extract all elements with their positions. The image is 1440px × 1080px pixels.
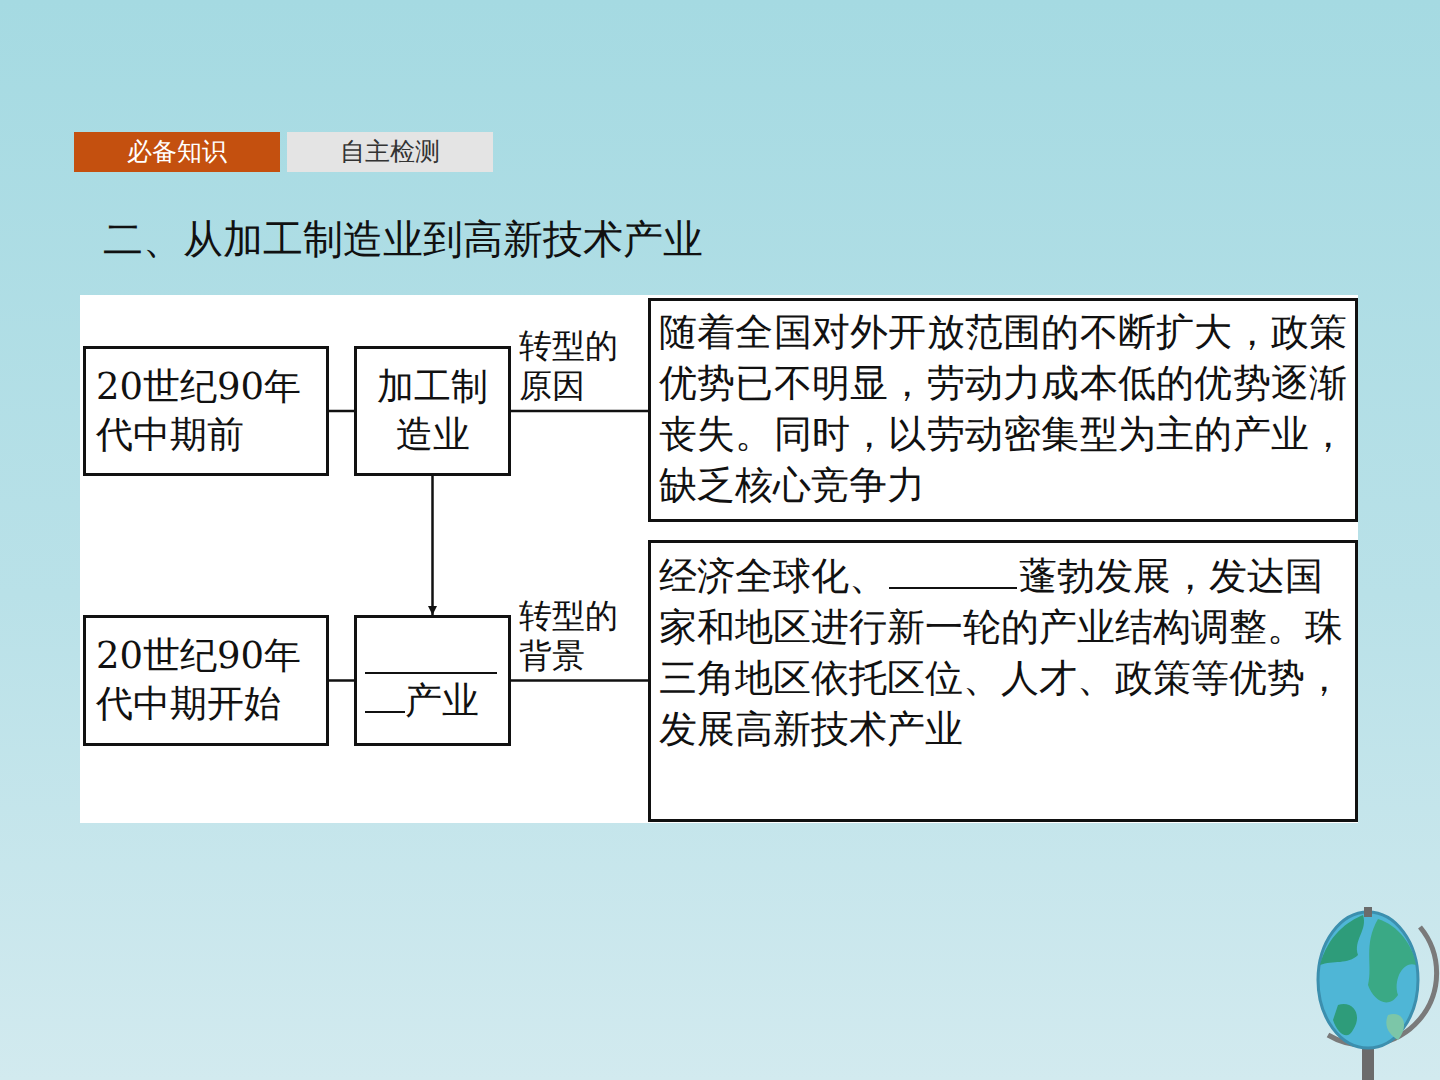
period-box: 20世纪90年代中期前: [83, 346, 329, 476]
heading: 二、从加工制造业到高新技术产业: [103, 212, 703, 267]
section-tab: 必备知识: [74, 132, 280, 172]
node-text: 加工制造业: [363, 363, 502, 459]
node-text: 20世纪90年代中期开始: [96, 632, 316, 728]
node-text: 随着全国对外开放范围的不断扩大，政策优势已不明显，劳动力成本低的优势逐渐丧失。同…: [659, 307, 1347, 511]
connector: [511, 410, 648, 413]
node-text: 经济全球化、: [659, 554, 887, 598]
industry-box: 产业: [354, 615, 511, 746]
node-text: 20世纪90年代中期前: [96, 363, 316, 459]
period-box: 20世纪90年代中期开始: [83, 615, 329, 746]
industry-box: 加工制造业: [354, 346, 511, 476]
connector: [329, 679, 354, 682]
background-box: 经济全球化、蓬勃发展，发达国家和地区进行新一轮的产业结构调整。珠三角地区依托区位…: [648, 540, 1358, 822]
reason-box: 随着全国对外开放范围的不断扩大，政策优势已不明显，劳动力成本低的优势逐渐丧失。同…: [648, 298, 1358, 522]
edge-label: 转型的背景: [519, 596, 628, 676]
fill-blank: [365, 632, 497, 674]
fill-blank: [889, 549, 1017, 589]
edge-label: 转型的原因: [519, 326, 628, 406]
node-text: 产业: [405, 679, 479, 722]
connector: [431, 476, 434, 615]
fill-blank: [365, 674, 405, 713]
section-tab: 自主检测: [287, 132, 493, 172]
connector: [511, 679, 648, 682]
connector: [329, 410, 354, 413]
